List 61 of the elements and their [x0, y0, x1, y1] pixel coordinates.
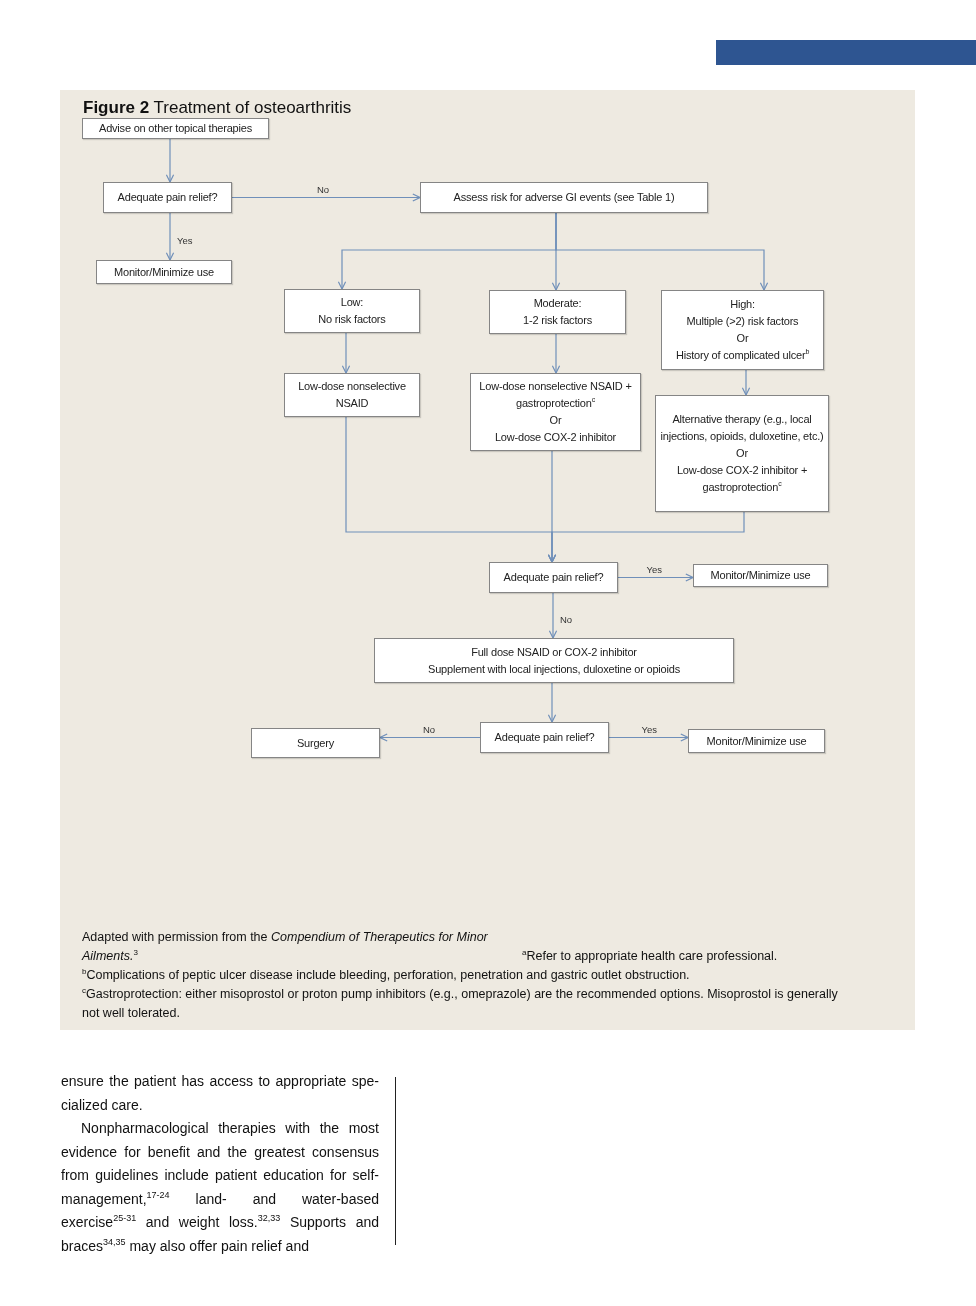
box-text: Full dose NSAID or COX-2 inhibitor — [471, 644, 637, 660]
arrow — [555, 212, 769, 291]
process-box — [693, 564, 828, 587]
arrow — [165, 212, 175, 261]
box-text: No risk factors — [318, 312, 386, 327]
footnote: $^{a}$Refer to appropriate health care professional. — [522, 949, 778, 963]
box-text: History of complicated ulcer$^{b}$ — [675, 347, 810, 363]
arrow — [231, 193, 421, 202]
box-text: 1-2 risk factors — [523, 313, 592, 328]
body-paragraph: Nonpharmacological therapies with the most evidence for benefit and the greatest consensus from guidelines include patient education for self-management,$^{17-24}$ land- and water-based exercise$^{25-31}$ and weight loss.$^{32,33}$ Supports and braces$^{34,35}$ may also offer pain relief and — [61, 1119, 379, 1256]
box-text: Assess risk for adverse GI events (see Table 1) — [453, 190, 675, 205]
box-text: Moderate: — [533, 296, 582, 311]
process-box — [82, 118, 269, 139]
process-box — [489, 290, 626, 334]
box-text: Monitor/Minimize use — [710, 568, 811, 583]
process-box — [96, 260, 232, 284]
box-text: Low-dose nonselective NSAID — [297, 379, 407, 411]
process-box — [470, 373, 641, 451]
arrow — [551, 333, 561, 374]
process-box — [374, 638, 734, 683]
arrow — [379, 733, 481, 742]
figure-title: Figure 2 Treatment of osteoarthritis — [83, 98, 352, 118]
arrow — [341, 332, 351, 374]
arrow — [165, 137, 175, 183]
body-paragraph: ensure the patient has access to appropriate spe- cialized care. — [61, 1072, 379, 1115]
box-text: Surgery — [296, 735, 335, 751]
box-text: Or — [736, 331, 749, 346]
box-text: Adequate pain relief? — [117, 190, 218, 205]
box-text: Low-dose nonselective NSAID + gastroprotection$^{c}$ — [478, 379, 633, 411]
process-box — [103, 182, 232, 213]
box-text: Multiple (>2) risk factors — [686, 314, 799, 329]
box-text: Low: — [340, 295, 364, 310]
box-text: Low-dose COX-2 inhibitor — [494, 430, 617, 445]
process-box — [489, 562, 618, 593]
box-text: Monitor/Minimize use — [114, 264, 214, 280]
arrow — [608, 733, 689, 742]
footnote: $^{c}$Gastroprotection: either misoprostol or proton pump inhibitors (e.g., omeprazole) are the recommended options. Misoprostol is generally not well tolerated. — [82, 985, 839, 1022]
box-text: Alternative therapy (e.g., local injections, opioids, duloxetine, etc.) — [660, 412, 824, 444]
box-text: Advise on other topical therapies — [99, 121, 252, 136]
process-box — [688, 729, 825, 753]
process-box — [420, 182, 708, 213]
process-box — [251, 728, 380, 758]
arrow — [548, 592, 558, 639]
process-box — [655, 395, 829, 512]
box-text: High: — [730, 297, 755, 312]
arrow — [617, 573, 694, 582]
process-box — [284, 289, 420, 333]
box-text: Monitor/Minimize use — [706, 733, 807, 749]
footnote: $^{b}$Complications of peptic ulcer disease include bleeding, perforation, penetration and gastric outlet obstruction. — [82, 966, 691, 984]
arrow — [547, 511, 745, 563]
box-text: Or — [549, 413, 562, 428]
process-box — [480, 722, 609, 753]
box-text: Supplement with local injections, duloxetine or opioids — [428, 661, 680, 677]
box-text: Adequate pain relief? — [503, 570, 604, 585]
box-text: Or — [736, 446, 748, 461]
process-box — [284, 373, 420, 417]
box-text: Low-dose COX-2 inhibitor + gastroprotection$^{c}$ — [675, 463, 809, 495]
box-text: Adequate pain relief? — [494, 730, 595, 745]
process-box — [661, 290, 824, 370]
arrow — [741, 369, 751, 396]
arrow — [547, 682, 557, 723]
